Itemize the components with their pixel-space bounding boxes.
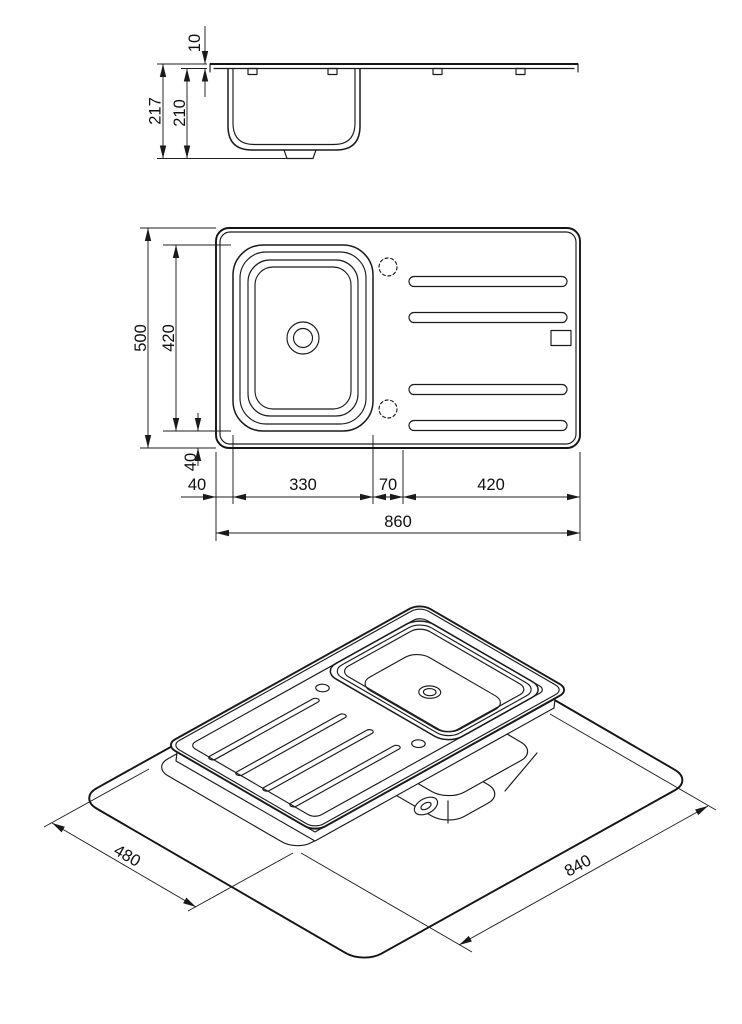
mounting-clip xyxy=(515,67,526,76)
dim-text-drainer-length: 420 xyxy=(477,476,505,494)
mounting-clip xyxy=(247,67,258,76)
drainer-groove xyxy=(234,713,348,776)
side-elevation-view: 10 217 210 xyxy=(147,26,579,160)
plan-view: 500 420 40 40 330 70 420 xyxy=(132,227,581,541)
bowl-ring-outer xyxy=(322,617,546,745)
bowl-cross-section-outer xyxy=(227,68,361,151)
rim-end-caps xyxy=(209,63,579,73)
dim-text-cutout-width: 480 xyxy=(111,841,144,870)
rim-thickness-face xyxy=(175,698,556,842)
dim-bowl-depth: 210 xyxy=(171,68,191,159)
dim-cutout-length: 840 xyxy=(458,805,709,946)
dim-cutout-width: 480 xyxy=(51,822,197,908)
dim-margin-vertical: 40 xyxy=(182,413,202,471)
drain-circle-inner xyxy=(421,687,439,697)
dim-text-center-gap: 70 xyxy=(379,476,397,494)
tap-hole xyxy=(378,399,398,419)
dim-text-total-depth: 217 xyxy=(147,97,165,125)
bowl-underside-edges xyxy=(447,752,538,824)
drain-outlet-profile xyxy=(283,149,317,160)
sink-rim-line xyxy=(219,231,577,445)
dim-inner-width: 420 xyxy=(160,245,180,431)
dim-overall-width: 500 xyxy=(132,228,152,448)
bowl-interior-bottom xyxy=(358,651,507,736)
drain-circle-inner xyxy=(292,327,314,349)
dim-text-inner-width: 420 xyxy=(160,324,178,352)
drainer-grooves xyxy=(408,275,572,432)
drainer-groove xyxy=(207,697,321,760)
bowl-ring-mid xyxy=(331,621,538,739)
dim-overall-length: 860 xyxy=(216,513,580,537)
sink-outline xyxy=(215,227,581,449)
isometric-installation-view: 480 840 xyxy=(43,603,717,963)
bowl-cross-section-inner xyxy=(232,67,356,146)
tap-hole xyxy=(378,257,398,277)
dim-text-cutout-length: 840 xyxy=(562,851,595,880)
drainer-groove xyxy=(261,729,375,792)
drain-bump xyxy=(413,796,439,816)
dim-text-rim-thickness: 10 xyxy=(186,34,204,52)
bowl-basin xyxy=(232,244,374,432)
dim-text-overall-length: 860 xyxy=(384,513,412,531)
dim-text-overall-width: 500 xyxy=(132,324,150,352)
sink-outline-iso xyxy=(165,603,570,832)
extension-lines xyxy=(140,227,581,541)
dim-total-depth: 217 xyxy=(147,64,167,159)
dim-text-bowl-length: 330 xyxy=(289,476,317,494)
sink-rim-line-iso xyxy=(171,606,564,828)
dim-text-margin-vertical: 40 xyxy=(182,453,200,471)
tap-hole xyxy=(409,738,428,749)
drainer-groove xyxy=(288,744,402,807)
tap-hole xyxy=(313,683,332,694)
drain-circle-outer xyxy=(286,321,320,355)
mounting-clip xyxy=(432,67,443,76)
overflow-slot xyxy=(550,329,572,347)
dim-rim-thickness: 10 xyxy=(186,26,209,97)
sink-top-surface xyxy=(165,603,570,832)
bowl-opening xyxy=(339,626,529,735)
extension-lines xyxy=(43,713,717,953)
dim-chain-horizontal: 40 330 70 420 xyxy=(181,476,580,501)
dim-text-bowl-depth: 210 xyxy=(171,99,189,127)
drain-circle-outer xyxy=(414,683,445,701)
mounting-clip xyxy=(327,67,338,76)
dim-text-margin-horizontal: 40 xyxy=(188,476,206,494)
